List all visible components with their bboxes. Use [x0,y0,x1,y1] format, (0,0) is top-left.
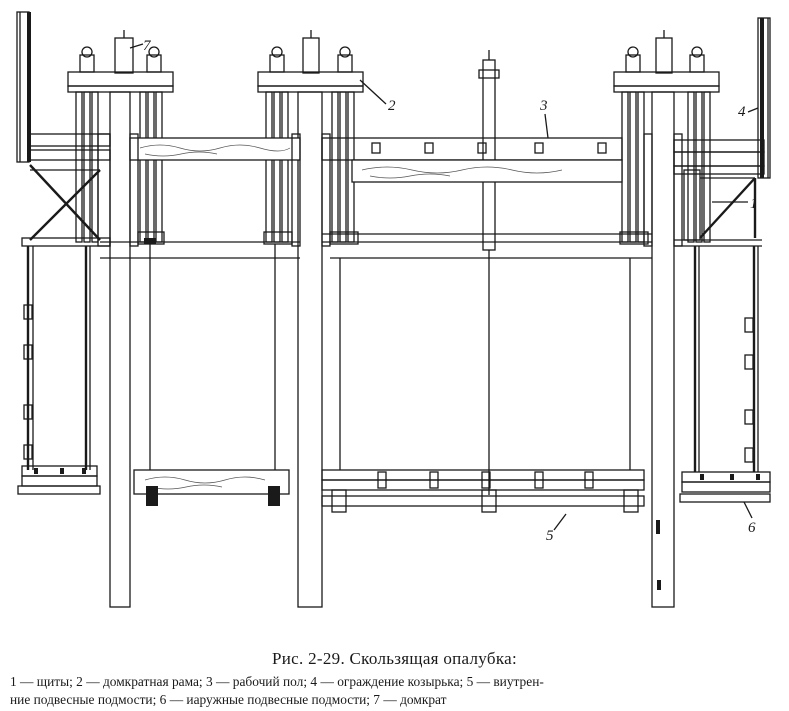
callout-1: 1 [750,196,758,212]
outer-hanging-scaffold [679,246,771,503]
callout-5: 5 [546,528,554,544]
callouts: 7 2 3 4 1 5 6 [129,38,759,544]
center-suspension-rod [478,50,500,495]
working-floor [129,137,765,183]
right-outer-bracket [699,177,757,239]
callout-7: 7 [143,38,152,54]
left-outer-bracket [21,133,111,247]
jack-rod-column-right [651,30,675,608]
figure-title: Рис. 2-29. Скользящая опалубка: [271,649,518,668]
jack-rod-column-middle [297,30,323,608]
callout-3: 3 [539,98,548,114]
left-canopy-guard [16,11,31,163]
callout-6: 6 [748,520,756,536]
callout-4: 4 [738,104,746,120]
callout-2: 2 [388,98,396,114]
slipform-diagram: 7 2 3 4 1 5 6 [16,11,771,608]
jack-frame-left [67,46,174,245]
inner-hanging-scaffold-left [133,244,290,506]
ring-beams [100,233,762,259]
inner-hanging-scaffold-right [321,258,645,513]
legend-line-2: ние подвесные подмости; 6 — иаружные под… [10,692,447,707]
figure-legend: 1 — щиты; 2 — домкратная рама; 3 — рабоч… [10,673,785,709]
jack-frame-right [613,46,720,245]
legend-line-1: 1 — щиты; 2 — домкратная рама; 3 — рабоч… [10,674,544,689]
left-outer-scaffold [17,246,101,495]
right-canopy-guard [757,17,771,179]
jack-rod-column-left [109,30,134,608]
